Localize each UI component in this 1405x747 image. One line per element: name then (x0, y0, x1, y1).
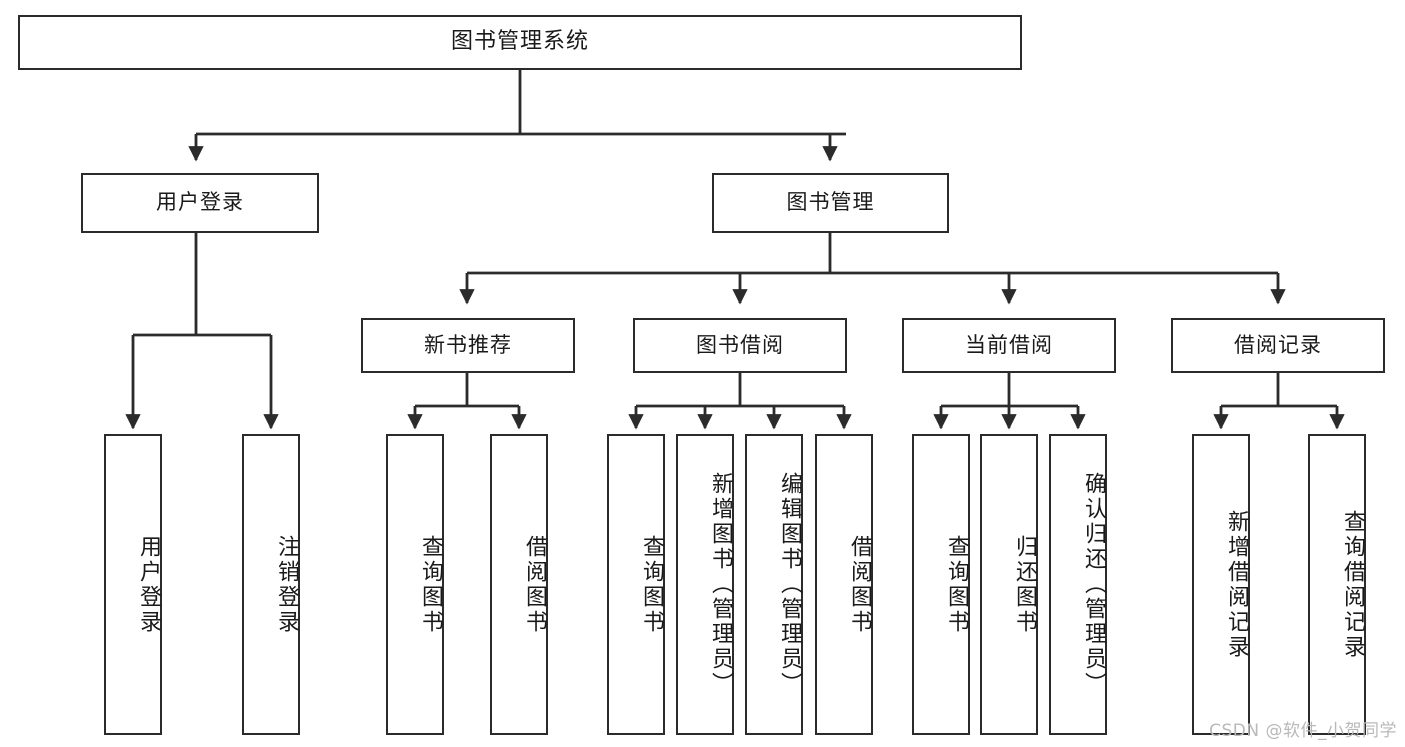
leaf-query-book-3[interactable]: 查询图书 (912, 434, 970, 735)
leaf-add-book[interactable]: 新增图书（管理员） (676, 434, 734, 735)
leaf-borrow-book-2[interactable]: 借阅图书 (815, 434, 873, 735)
node-book-manage[interactable]: 图书管理 (712, 173, 949, 233)
leaf-edit-book-label: 编辑图书（管理员） (777, 472, 802, 697)
node-borrow-record-label: 借阅记录 (1234, 332, 1322, 357)
leaf-query-record[interactable]: 查询借阅记录 (1308, 434, 1366, 735)
leaf-borrow-book-2-label: 借阅图书 (847, 534, 872, 635)
node-current-borrow[interactable]: 当前借阅 (902, 318, 1116, 373)
leaf-add-book-label: 新增图书（管理员） (708, 472, 733, 697)
leaf-user-logout-label: 注销登录 (274, 534, 299, 635)
leaf-edit-book[interactable]: 编辑图书（管理员） (745, 434, 803, 735)
node-new-book-rec-label: 新书推荐 (424, 332, 512, 357)
node-book-manage-label: 图书管理 (786, 190, 875, 215)
leaf-add-record[interactable]: 新增借阅记录 (1192, 434, 1250, 735)
leaf-return-book-label: 归还图书 (1012, 534, 1037, 635)
leaf-user-login-label: 用户登录 (136, 534, 161, 635)
leaf-user-login[interactable]: 用户登录 (104, 434, 162, 735)
leaf-query-record-label: 查询借阅记录 (1340, 509, 1365, 660)
node-book-borrow-label: 图书借阅 (696, 332, 784, 357)
node-current-borrow-label: 当前借阅 (965, 332, 1053, 357)
leaf-query-book-2-label: 查询图书 (639, 534, 664, 635)
leaf-user-logout[interactable]: 注销登录 (242, 434, 300, 735)
leaf-query-book-1-label: 查询图书 (418, 534, 443, 635)
node-root[interactable]: 图书管理系统 (18, 15, 1022, 70)
leaf-query-book-3-label: 查询图书 (944, 534, 969, 635)
leaf-query-book-1[interactable]: 查询图书 (386, 434, 444, 735)
node-root-label: 图书管理系统 (450, 29, 589, 55)
node-user-login-label: 用户登录 (156, 190, 244, 215)
leaf-return-book[interactable]: 归还图书 (980, 434, 1038, 735)
leaf-confirm-return[interactable]: 确认归还（管理员） (1049, 434, 1107, 735)
leaf-confirm-return-label: 确认归还（管理员） (1081, 472, 1106, 697)
node-user-login[interactable]: 用户登录 (81, 173, 319, 233)
leaf-borrow-book-1[interactable]: 借阅图书 (490, 434, 548, 735)
leaf-query-book-2[interactable]: 查询图书 (607, 434, 665, 735)
leaf-add-record-label: 新增借阅记录 (1224, 509, 1249, 660)
csdn-watermark: CSDN @软件_小贺同学 (1209, 721, 1397, 741)
node-book-borrow[interactable]: 图书借阅 (633, 318, 847, 373)
leaf-borrow-book-1-label: 借阅图书 (522, 534, 547, 635)
node-borrow-record[interactable]: 借阅记录 (1171, 318, 1385, 373)
node-new-book-rec[interactable]: 新书推荐 (361, 318, 575, 373)
